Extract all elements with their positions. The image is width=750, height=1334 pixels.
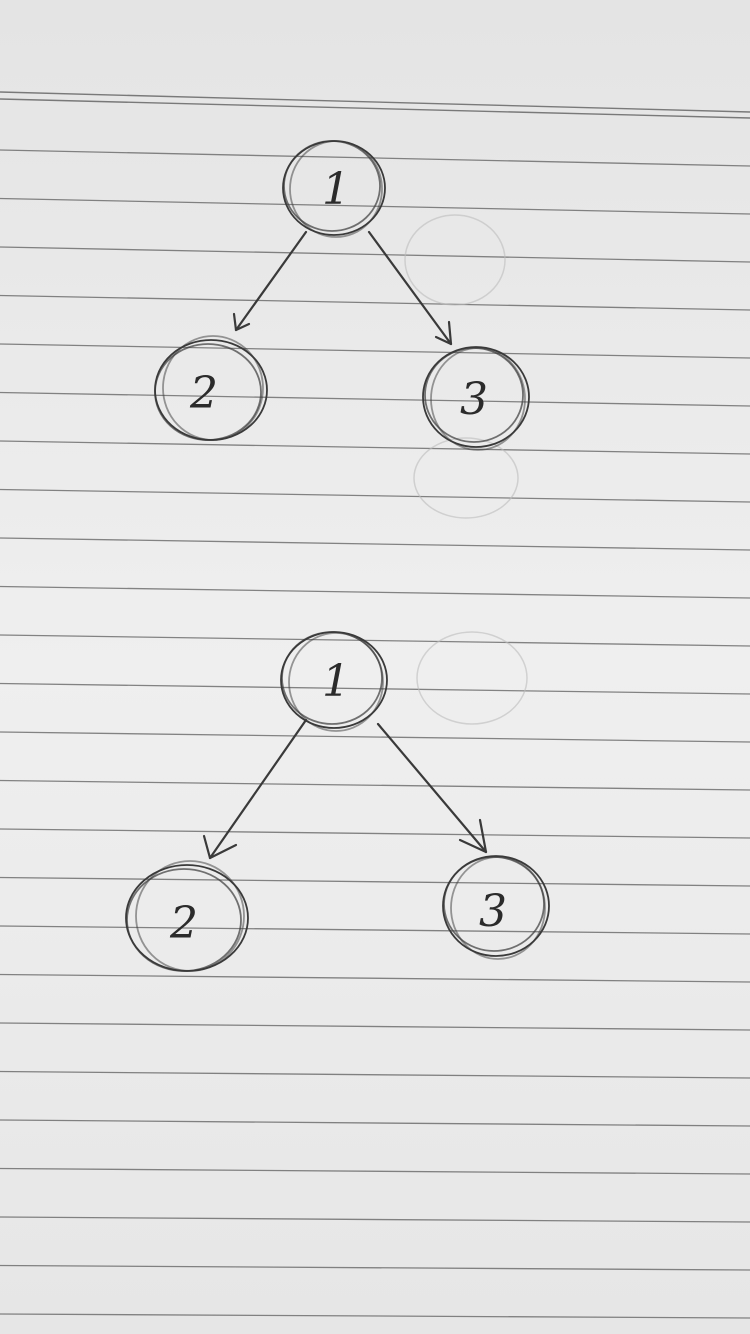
ruled-line	[0, 682, 750, 695]
ruled-line	[0, 1119, 750, 1127]
node-3	[442, 855, 550, 960]
node-1	[282, 140, 386, 238]
tree-labels-bottom: 1 2 3	[169, 656, 507, 949]
ruled-line	[0, 925, 750, 935]
edge-1-to-3	[367, 230, 453, 346]
ruled-line	[0, 585, 750, 599]
ruled-line	[0, 1264, 750, 1271]
edge-1-to-3	[376, 722, 488, 854]
ruled-line	[0, 731, 750, 743]
ghost-impressions	[404, 214, 528, 725]
ruled-line	[0, 149, 750, 167]
ruled-line	[0, 1216, 750, 1223]
ruled-line	[0, 294, 750, 311]
ruled-line	[0, 537, 750, 551]
ruled-line	[0, 876, 750, 887]
ruled-line	[0, 973, 750, 983]
tree-diagram-top	[154, 140, 530, 451]
ruled-line	[0, 1167, 750, 1175]
ruled-line	[0, 440, 750, 455]
ruled-line	[0, 779, 750, 791]
node-label: 1	[322, 656, 350, 707]
ruled-line	[0, 1070, 750, 1079]
node-label: 3	[460, 374, 488, 425]
node-2	[154, 335, 268, 441]
ruled-line	[0, 1022, 750, 1031]
node-label: 2	[169, 898, 198, 949]
ruled-line	[0, 634, 750, 647]
ghost-circle	[413, 437, 519, 519]
ruled-line	[0, 391, 750, 407]
ruled-lines	[0, 91, 750, 1319]
edge-1-to-2	[232, 230, 308, 332]
ruled-line	[0, 343, 750, 359]
ghost-circle	[416, 631, 528, 725]
tree-labels-top: 1 2 3	[189, 164, 488, 425]
ruled-line	[0, 488, 750, 503]
node-3	[422, 346, 530, 451]
node-label: 3	[479, 886, 507, 937]
ruled-line	[0, 828, 750, 839]
ruled-line	[0, 91, 750, 113]
node-2	[125, 860, 249, 972]
edge-1-to-2	[202, 718, 308, 860]
ruled-line	[0, 98, 750, 119]
tree-diagram-bottom	[125, 631, 550, 972]
node-label: 1	[322, 164, 350, 215]
node-1	[280, 631, 388, 732]
ruled-line	[0, 1313, 750, 1319]
ghost-circle	[404, 214, 506, 306]
node-label: 2	[189, 368, 218, 419]
ruled-line	[0, 246, 750, 263]
